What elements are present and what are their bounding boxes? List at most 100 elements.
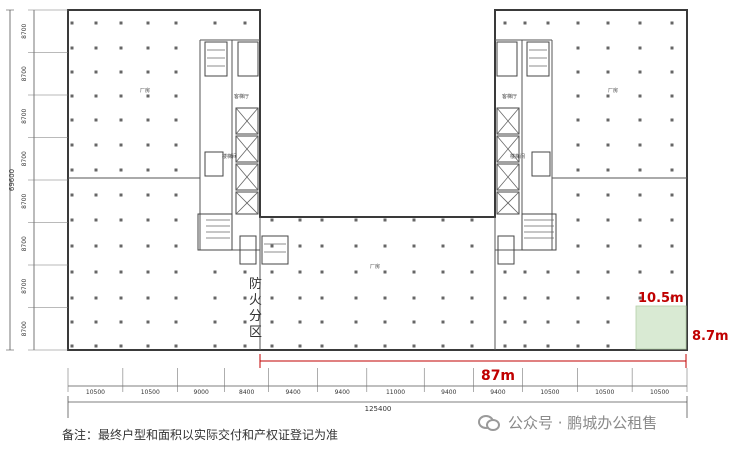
- column-marker: [354, 218, 358, 222]
- firewall-char: 分: [249, 309, 262, 324]
- column-marker: [638, 270, 642, 274]
- column-marker: [412, 244, 416, 248]
- vdim-label: 8700: [21, 151, 28, 166]
- stair-label-left: 楼梯间: [222, 153, 237, 160]
- column-marker: [503, 296, 507, 300]
- vdim-label: 8700: [21, 23, 28, 38]
- column-marker: [576, 46, 580, 50]
- column-marker: [503, 270, 507, 274]
- column-marker: [576, 270, 580, 274]
- column-marker: [383, 218, 387, 222]
- column-marker: [638, 193, 642, 197]
- column-marker: [270, 320, 274, 324]
- column-marker: [270, 244, 274, 248]
- elevator-left-1: [235, 107, 259, 135]
- column-marker: [213, 344, 217, 348]
- stair-box-right-top-2: [526, 41, 550, 77]
- column-marker: [320, 296, 324, 300]
- column-marker: [243, 344, 247, 348]
- hdim-label: 10500: [650, 389, 669, 396]
- column-marker: [119, 193, 123, 197]
- column-marker: [320, 244, 324, 248]
- column-marker: [119, 320, 123, 324]
- wechat-icon: [478, 413, 500, 431]
- column-marker: [146, 244, 150, 248]
- column-marker: [94, 70, 98, 74]
- column-marker: [670, 218, 674, 222]
- column-marker: [441, 344, 445, 348]
- column-marker: [412, 320, 416, 324]
- column-marker: [174, 193, 178, 197]
- elevator-right-2: [496, 135, 520, 163]
- column-marker: [119, 46, 123, 50]
- building-outline: [67, 9, 688, 351]
- vdim-label: 8700: [21, 236, 28, 251]
- left-core: [197, 41, 289, 265]
- column-marker: [94, 193, 98, 197]
- column-marker: [119, 344, 123, 348]
- column-marker: [70, 118, 74, 122]
- column-marker: [523, 296, 527, 300]
- column-marker: [70, 218, 74, 222]
- column-marker: [606, 218, 610, 222]
- unit-label-left: 厂房: [140, 87, 150, 94]
- column-marker: [470, 218, 474, 222]
- column-grid: [70, 21, 674, 348]
- hdim-label: 9400: [285, 389, 300, 396]
- column-marker: [383, 344, 387, 348]
- column-marker: [576, 21, 580, 25]
- column-marker: [576, 168, 580, 172]
- total-height-label: 69600: [8, 169, 16, 191]
- column-marker: [503, 320, 507, 324]
- stair-box-center: [261, 235, 289, 265]
- column-marker: [213, 270, 217, 274]
- column-marker: [638, 21, 642, 25]
- column-marker: [523, 270, 527, 274]
- right-core-marks: [496, 49, 554, 239]
- core-label-left: 客梯厅: [234, 93, 249, 100]
- column-marker: [94, 118, 98, 122]
- column-marker: [94, 168, 98, 172]
- column-marker: [70, 244, 74, 248]
- left-core-marks: [206, 49, 286, 253]
- column-marker: [576, 218, 580, 222]
- column-marker: [146, 296, 150, 300]
- hdim-label: 10500: [595, 389, 614, 396]
- column-marker: [606, 193, 610, 197]
- column-marker: [146, 21, 150, 25]
- dim-label-8-7m: 8.7m: [692, 329, 729, 344]
- hdim-label: 9400: [490, 389, 505, 396]
- column-marker: [70, 193, 74, 197]
- column-marker: [606, 344, 610, 348]
- column-marker: [146, 143, 150, 147]
- column-marker: [119, 70, 123, 74]
- column-marker: [383, 320, 387, 324]
- column-marker: [441, 296, 445, 300]
- column-marker: [174, 94, 178, 98]
- hdim-label: 10500: [540, 389, 559, 396]
- column-marker: [119, 218, 123, 222]
- column-marker: [174, 168, 178, 172]
- stair-box-left-mid: [204, 151, 224, 177]
- stair-box-right-mid: [531, 151, 551, 177]
- column-marker: [503, 21, 507, 25]
- column-marker: [146, 218, 150, 222]
- column-marker: [354, 320, 358, 324]
- dim-label-87m: 87m: [481, 368, 515, 384]
- hdim-label: 10500: [141, 389, 160, 396]
- column-marker: [94, 244, 98, 248]
- column-marker: [606, 296, 610, 300]
- column-marker: [146, 193, 150, 197]
- stair-box-right-bottom: [521, 213, 557, 251]
- column-marker: [70, 143, 74, 147]
- column-marker: [298, 320, 302, 324]
- vdim-label: 8700: [21, 66, 28, 81]
- column-marker: [270, 296, 274, 300]
- column-marker: [470, 320, 474, 324]
- column-marker: [94, 296, 98, 300]
- column-marker: [70, 344, 74, 348]
- column-marker: [119, 143, 123, 147]
- column-marker: [638, 143, 642, 147]
- column-marker: [354, 344, 358, 348]
